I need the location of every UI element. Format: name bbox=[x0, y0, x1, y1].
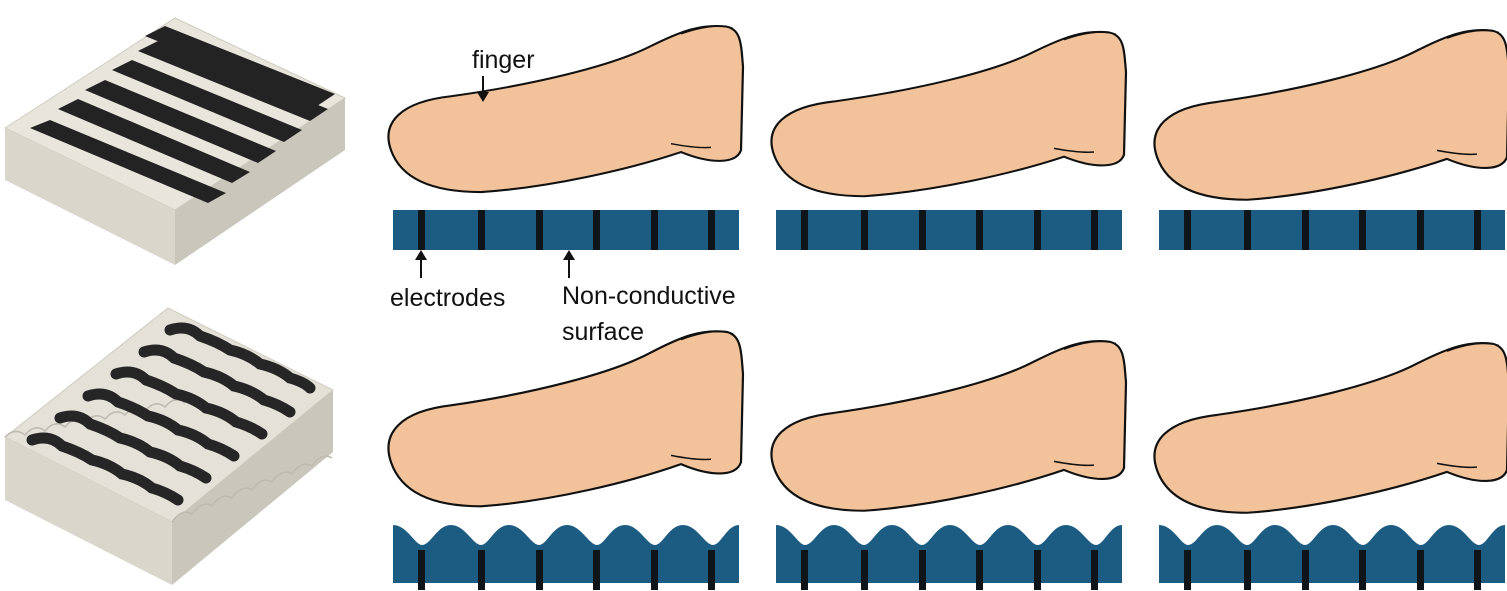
textured-substrate bbox=[1159, 525, 1505, 590]
surface-label-line1: Non-conductive bbox=[562, 282, 736, 310]
textured-substrate bbox=[776, 525, 1122, 590]
finger-icon bbox=[387, 330, 745, 508]
electrodes-label: electrodes bbox=[390, 284, 505, 312]
finger-icon bbox=[387, 24, 745, 194]
textured-substrate bbox=[393, 525, 739, 590]
electrodes-annotation: electrodes bbox=[390, 250, 505, 312]
finger-icon bbox=[770, 30, 1128, 198]
panel-bottom-2 bbox=[770, 339, 1128, 590]
arrow-up-icon bbox=[415, 250, 427, 260]
arrow-down-icon bbox=[477, 92, 489, 102]
surface-label-line2: surface bbox=[562, 318, 644, 346]
panel-top-3 bbox=[1153, 28, 1507, 250]
arrow-up-icon bbox=[563, 250, 575, 260]
panel-bottom-1 bbox=[387, 330, 745, 590]
surface-annotation: Non-conductive surface bbox=[562, 250, 736, 346]
finger-label: finger bbox=[472, 46, 535, 74]
flat-substrate bbox=[1159, 210, 1505, 250]
flat-electrode-block-icon bbox=[3, 17, 347, 265]
panel-top-1 bbox=[387, 24, 745, 250]
panel-bottom-3 bbox=[1153, 341, 1507, 590]
finger-icon bbox=[1153, 341, 1507, 514]
flat-substrate bbox=[393, 210, 739, 250]
textured-electrode-block-icon bbox=[4, 307, 334, 585]
panel-top-2 bbox=[770, 30, 1128, 250]
finger-annotation: finger bbox=[472, 46, 535, 102]
finger-icon bbox=[1153, 28, 1507, 201]
flat-substrate bbox=[776, 210, 1122, 250]
finger-icon bbox=[770, 339, 1128, 512]
